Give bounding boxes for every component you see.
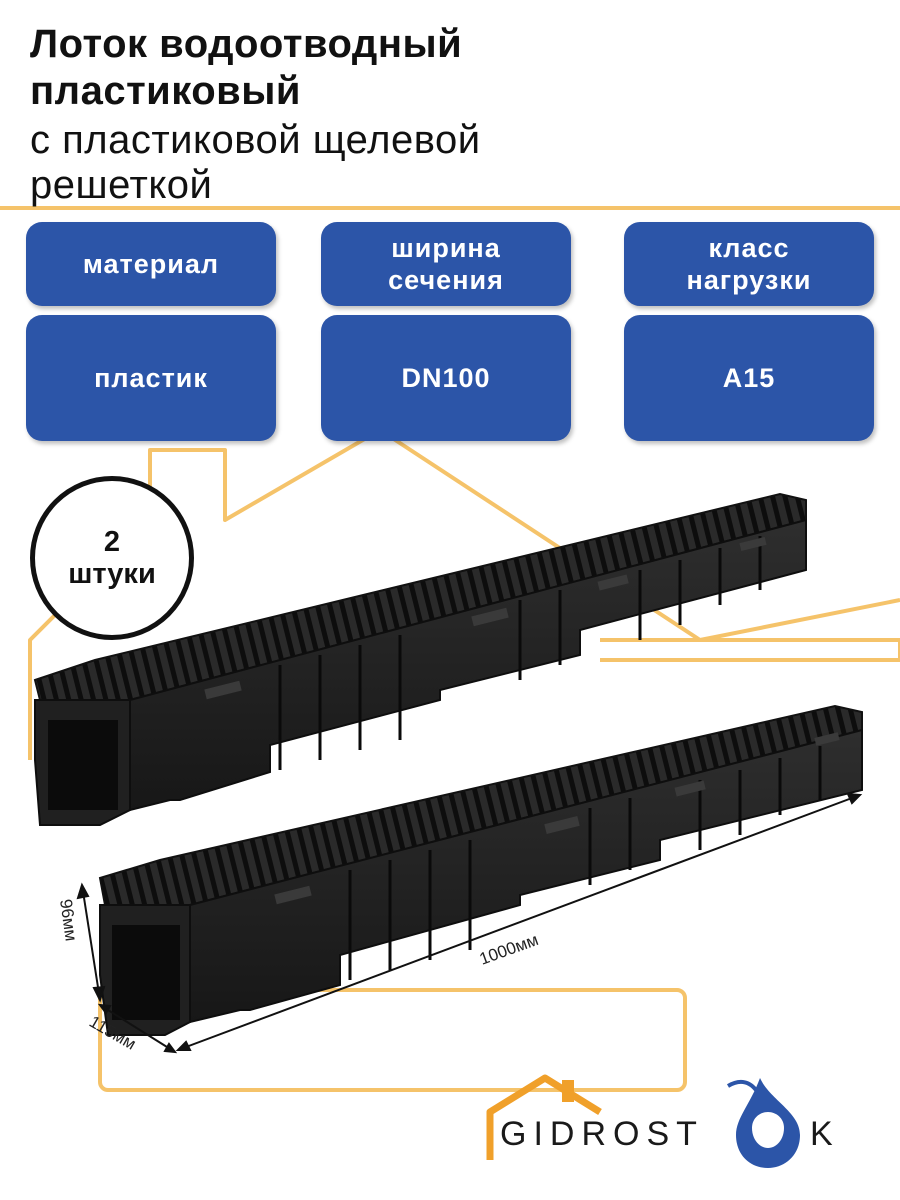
water-drop-icon [726, 1078, 800, 1168]
house-logo-icon [486, 1074, 602, 1160]
spec-label-text: нагрузки [686, 265, 812, 295]
spec-label-text: класс [708, 233, 790, 263]
subtitle-line-2: решеткой [30, 163, 213, 207]
spec-label-text: сечения [388, 265, 504, 295]
spec-value-text: пластик [94, 363, 208, 393]
drain-channel-1 [33, 492, 807, 826]
subtitle-line-1: с пластиковой щелевой [30, 118, 481, 162]
drain-channel-2 [98, 704, 863, 1036]
spec-label-text: ширина [391, 233, 501, 263]
title-line-1: Лоток водоотводный [30, 22, 463, 66]
spec-label-material: материал [26, 222, 276, 306]
spec-label-width: ширина сечения [321, 222, 571, 306]
spec-value-load-class: A15 [624, 315, 874, 441]
logo-text-left: GIDROST [500, 1115, 704, 1153]
quantity-unit: штуки [68, 558, 156, 590]
spec-value-material: пластик [26, 315, 276, 441]
spec-value-text: DN100 [401, 363, 491, 393]
spec-label-text: материал [82, 249, 220, 279]
spec-value-text: A15 [722, 363, 776, 393]
spec-value-width: DN100 [321, 315, 571, 441]
spec-label-load-class: класс нагрузки [624, 222, 874, 306]
quantity-badge: 2 штуки [30, 476, 194, 640]
title-line-2: пластиковый [30, 69, 302, 113]
logo-text-right: K [810, 1115, 840, 1153]
quantity-count: 2 [103, 526, 121, 558]
dimension-lines [76, 792, 863, 1054]
